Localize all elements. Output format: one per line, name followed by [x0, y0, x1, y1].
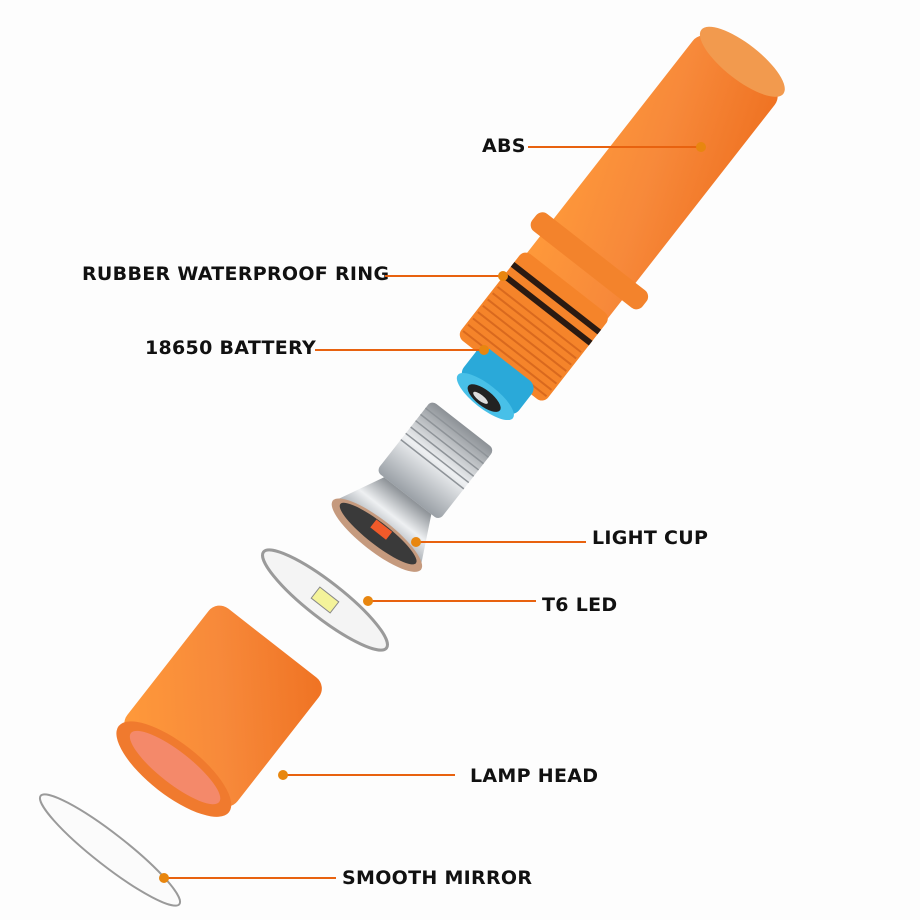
leader-line-smooth-mirror [168, 877, 336, 879]
pointer-dot-lamp-head [278, 770, 288, 780]
label-t6-led: T6 LED [542, 594, 618, 616]
pointer-dot-smooth-mirror [159, 873, 169, 883]
light-cup [331, 402, 493, 572]
label-rubber-waterproof-ring: RUBBER WATERPROOF RING [82, 263, 390, 285]
label-18650-battery: 18650 BATTERY [145, 337, 317, 359]
leader-line-t6-led [372, 600, 536, 602]
leader-line-abs [528, 146, 700, 148]
pointer-dot-battery [479, 345, 489, 355]
smooth-mirror [38, 793, 182, 907]
t6-led-board [261, 548, 389, 652]
label-abs: ABS [482, 135, 526, 157]
pointer-dot-light-cup [411, 537, 421, 547]
leader-line-lamp-head [287, 774, 455, 776]
leader-line-light-cup [418, 541, 586, 543]
pointer-dot-t6-led [363, 596, 373, 606]
lamp-head [116, 605, 322, 817]
pointer-dot-abs [696, 142, 706, 152]
leader-line-rubber-ring [385, 275, 505, 277]
label-smooth-mirror: SMOOTH MIRROR [342, 867, 533, 889]
label-light-cup: LIGHT CUP [592, 527, 709, 549]
leader-line-battery [315, 349, 485, 351]
pointer-dot-rubber-ring [498, 271, 508, 281]
label-lamp-head: LAMP HEAD [470, 765, 599, 787]
